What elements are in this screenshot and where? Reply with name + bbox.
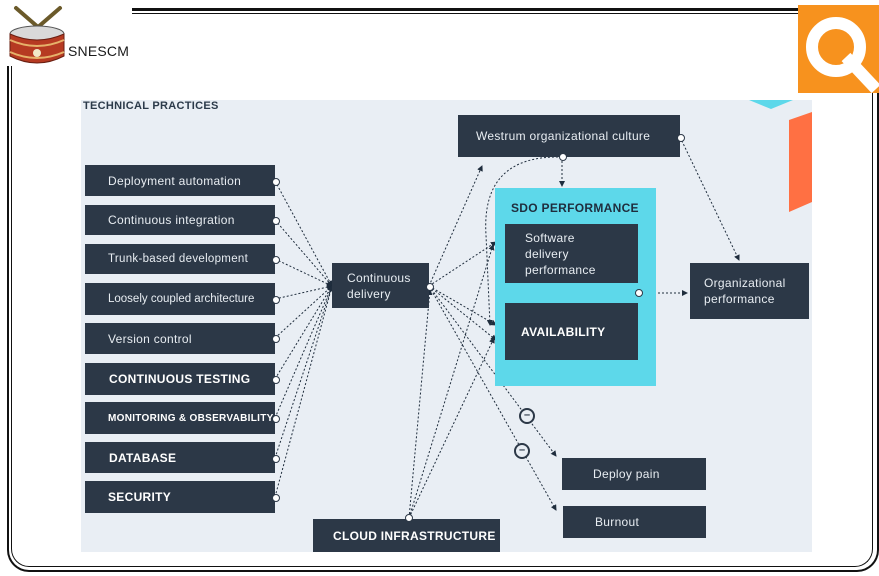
practice-label: MONITORING & OBSERVABILITY [108,412,274,424]
practice-continuous-integration: Continuous integration [85,205,275,235]
connector-dot [272,455,280,463]
practice-label: CONTINUOUS TESTING [109,372,251,386]
practice-label: Loosely coupled architecture [108,293,255,305]
q-logo-icon [806,17,879,94]
practice-version-control: Version control [85,323,275,354]
practice-loosely-coupled-architecture: Loosely coupled architecture [85,283,275,315]
practice-continuous-testing: CONTINUOUS TESTING [85,363,275,395]
connector-dot [272,217,280,225]
continuous-delivery-node: Continuous delivery [332,263,429,308]
practice-label: DATABASE [109,450,177,465]
slide-border [7,66,879,572]
deploy-pain-label: Deploy pain [593,467,660,481]
connector-dot [635,289,643,297]
deploy-pain-node: Deploy pain [562,458,706,490]
connector-dot [272,256,280,264]
practice-security: SECURITY [85,481,275,513]
continuous-delivery-label: Continuous delivery [347,270,411,301]
practice-label: Trunk-based development [108,253,249,265]
diagram-panel: TECHNICAL PRACTICES [81,100,812,552]
connector-dot [272,335,280,343]
negative-marker: – [514,443,530,459]
practice-label: Continuous integration [108,213,235,227]
software-delivery-label: Software delivery performance [525,230,596,277]
slide-border-inner [11,66,873,567]
connector-dot [272,296,280,304]
organizational-label: Organizational performance [704,276,786,306]
westrum-label: Westrum organizational culture [476,129,651,143]
q-logo [798,5,879,94]
panel-title: TECHNICAL PRACTICES [83,100,219,112]
practice-deployment-automation: Deployment automation [85,165,275,196]
organizational-performance-node: Organizational performance [690,263,809,319]
practice-label: SECURITY [108,490,172,504]
practice-database: DATABASE [85,442,275,473]
availability-node: AVAILABILITY [505,303,638,360]
header-rule-thin [132,13,798,14]
software-delivery-node: Software delivery performance [505,224,638,283]
sdo-title: SDO PERFORMANCE [511,201,639,215]
practice-label: Deployment automation [108,173,242,188]
accent-shapes [749,100,812,212]
connector-dot [677,134,685,142]
practice-trunk-based-development: Trunk-based development [85,244,275,274]
header-rule-thick [132,8,798,11]
connector-dot [405,514,413,522]
cloud-infrastructure-node: CLOUD INFRASTRUCTURE [313,519,500,552]
connector-dot [272,376,280,384]
burnout-label: Burnout [595,515,640,529]
logo-text: SNESCM [68,43,130,59]
connector-dot [426,283,434,291]
westrum-culture-node: Westrum organizational culture [458,115,680,157]
burnout-node: Burnout [563,506,706,538]
practice-label: Version control [108,331,192,346]
cloud-label: CLOUD INFRASTRUCTURE [333,528,496,543]
drum-logo-icon [9,6,65,64]
negative-marker: – [519,408,535,424]
sdo-performance-group: SDO PERFORMANCE Software delivery perfor… [495,188,656,386]
connector-dot [272,415,280,423]
connector-dot [272,178,280,186]
availability-label: AVAILABILITY [521,324,606,339]
practice-monitoring-observability: MONITORING & OBSERVABILITY [85,402,275,434]
connector-dot [559,153,567,161]
connector-dot [272,494,280,502]
connector-lines [274,136,740,519]
